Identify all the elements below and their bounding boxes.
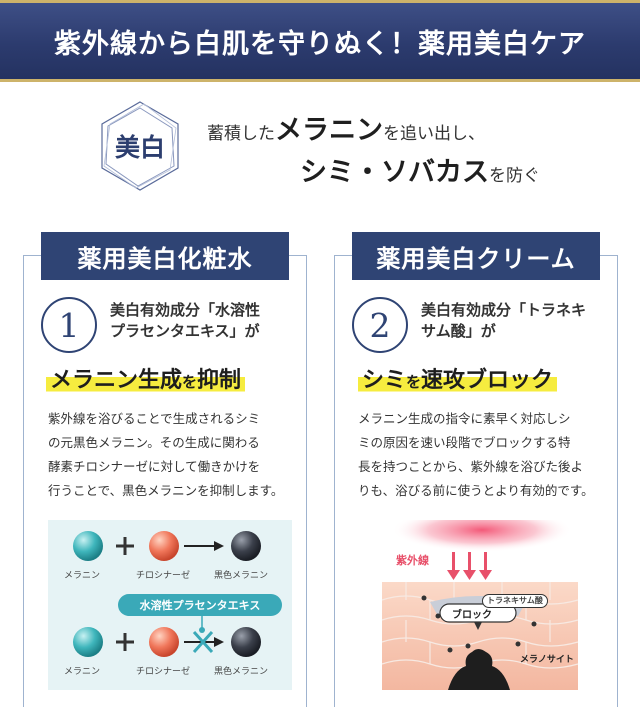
arrow-right-icon — [184, 541, 224, 551]
black-melanin-sphere-icon — [231, 627, 261, 657]
headline-highlight: メラニン生成を抑制 — [46, 368, 246, 393]
uv-arrow-icons — [447, 552, 492, 580]
banner-title: 紫外線から白肌を守りぬく！薬用美白ケア — [54, 28, 586, 60]
plus-icon — [116, 633, 134, 651]
uv-label: 紫外線 — [396, 554, 429, 567]
uv-glow — [392, 520, 572, 552]
card-tab-cream: 薬用美白クリーム — [352, 232, 600, 280]
intro-text: を防ぐ — [489, 166, 540, 186]
arrow-down-icon — [474, 622, 482, 630]
headline-text: 抑制 — [197, 368, 242, 393]
arrow-right-icon — [184, 637, 224, 647]
headline: シミを速攻ブロック — [358, 362, 558, 394]
label-tyrosinase: チロシナーゼ — [136, 571, 191, 581]
description-line: メラニン生成の指令に素早く対応しシ — [358, 411, 571, 426]
intro-emphasis: シミ・ソバカス — [300, 157, 489, 188]
melanin-sphere-icon — [73, 627, 103, 657]
description-line: 酵素チロシナーゼに対して働きかけを — [48, 459, 261, 474]
headline: メラニン生成を抑制 — [46, 362, 246, 394]
label-melanin: メラニン — [64, 667, 101, 677]
tyrosinase-sphere-icon — [149, 531, 179, 561]
headline-particle: を — [406, 373, 422, 391]
label-tyrosinase: チロシナーゼ — [136, 667, 191, 677]
ingredient-line: サム酸」が — [421, 322, 496, 340]
label-black-melanin: 黒色メラニン — [214, 571, 269, 581]
intro-line-2: シミ・ソバカスを防ぐ — [300, 150, 540, 189]
intro-text: 蓄積した — [207, 124, 275, 144]
ingredient-text: 美白有効成分「トラネキ サム酸」が — [421, 300, 586, 342]
description: メラニン生成の指令に素早く対応しシ ミの原因を速い段階でブロックする特 長を持つ… — [358, 407, 612, 503]
hexagon-badge-icon — [101, 101, 179, 191]
tyrosinase-sphere-icon — [149, 627, 179, 657]
top-banner: 紫外線から白肌を守りぬく！薬用美白ケア — [0, 0, 640, 82]
number-circle: 1 — [41, 297, 97, 353]
ingredient-line: 美白有効成分「水溶性 — [110, 301, 261, 319]
ingredient-line: プラセンタエキス」が — [110, 322, 260, 340]
skin-block-diagram: 紫外線 トラネキサム酸 ブロック メラノサイト — [358, 520, 602, 690]
melanin-dot-icons — [421, 595, 537, 653]
description-line: ミの原因を速い段階でブロックする特 — [358, 435, 571, 450]
card-tab-lotion: 薬用美白化粧水 — [41, 232, 289, 280]
description-line: りも、浴びる前に使うとより有効的です。 — [358, 483, 594, 498]
black-melanin-sphere-icon — [231, 531, 261, 561]
description: 紫外線を浴びることで生成されるシミ の元黒色メラニン。その生成に関わる 酵素チロ… — [48, 407, 302, 503]
description-line: 長を持つことから、紫外線を浴びた後よ — [358, 459, 584, 474]
melanin-sphere-icon — [73, 531, 103, 561]
plus-icon — [116, 537, 134, 555]
description-line: の元黒色メラニン。その生成に関わる — [48, 435, 260, 450]
intro-text: を追い出し、 — [383, 124, 485, 144]
badge-label: 美白 — [114, 133, 165, 162]
headline-text: メラニン生成 — [50, 368, 183, 393]
cross-block-icon — [192, 630, 214, 654]
intro-emphasis: メラニン — [275, 115, 383, 146]
block-label: ブロック — [452, 610, 492, 621]
intro-line-1: 蓄積したメラニンを追い出し、 — [207, 108, 485, 147]
diagram-graphics — [73, 531, 261, 657]
placenta-extract-pill: 水溶性プラセンタエキス — [118, 594, 282, 616]
connector-dot-icon — [199, 627, 205, 633]
label-melanin: メラニン — [64, 571, 101, 581]
number-circle: 2 — [352, 297, 408, 353]
description-line: 紫外線を浴びることで生成されるシミ — [48, 411, 261, 426]
label-black-melanin: 黒色メラニン — [214, 667, 269, 677]
headline-text: シミ — [362, 368, 407, 393]
headline-particle: を — [182, 373, 198, 391]
description-line: 行うことで、黒色メラニンを抑制します。 — [48, 483, 284, 498]
headline-text: 速攻ブロック — [421, 368, 554, 393]
ingredient-line: 美白有効成分「トラネキ — [421, 301, 587, 319]
melanocyte-icon — [448, 649, 510, 690]
headline-highlight: シミを速攻ブロック — [358, 368, 558, 393]
melanin-inhibition-diagram: メラニン チロシナーゼ 黒色メラニン 水溶性プラセンタエキス メラニン チロシナ… — [48, 520, 292, 690]
melanocyte-label: メラノサイト — [520, 655, 574, 665]
ingredient-text: 美白有効成分「水溶性 プラセンタエキス」が — [110, 300, 260, 342]
tranexamic-label: トラネキサム酸 — [482, 594, 548, 608]
